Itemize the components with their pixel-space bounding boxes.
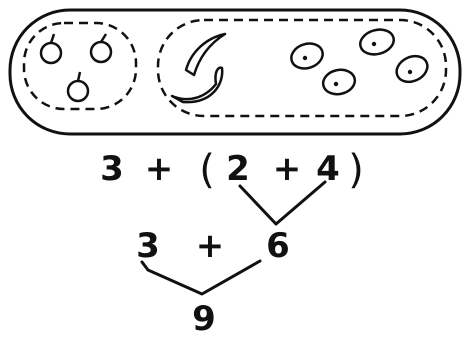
expr1-close-paren: ) <box>348 147 364 193</box>
expr1-second-number: 2 <box>226 149 250 189</box>
expr1-plus-sign: + <box>273 149 302 189</box>
final-result: 9 <box>192 299 216 333</box>
expr1-first-number: 3 <box>100 149 124 189</box>
lemon-icon <box>357 26 396 58</box>
expr1-open-paren: ( <box>199 147 215 193</box>
apple-group-boundary <box>24 23 136 109</box>
apple-icon <box>91 34 111 62</box>
expr2-plus-sign: + <box>196 226 225 266</box>
expr1-third-number: 4 <box>316 149 340 189</box>
expr2-first-number: 3 <box>136 226 160 266</box>
banana-icon <box>172 68 222 103</box>
lemon-icon <box>392 51 431 86</box>
apple-icon <box>68 72 88 101</box>
apple-icon <box>41 34 61 63</box>
expr2-sum-number: 6 <box>266 226 290 266</box>
lemon-icon <box>321 67 357 97</box>
expr1-plus-sign: + <box>145 149 174 189</box>
lemon-icon <box>288 40 326 73</box>
